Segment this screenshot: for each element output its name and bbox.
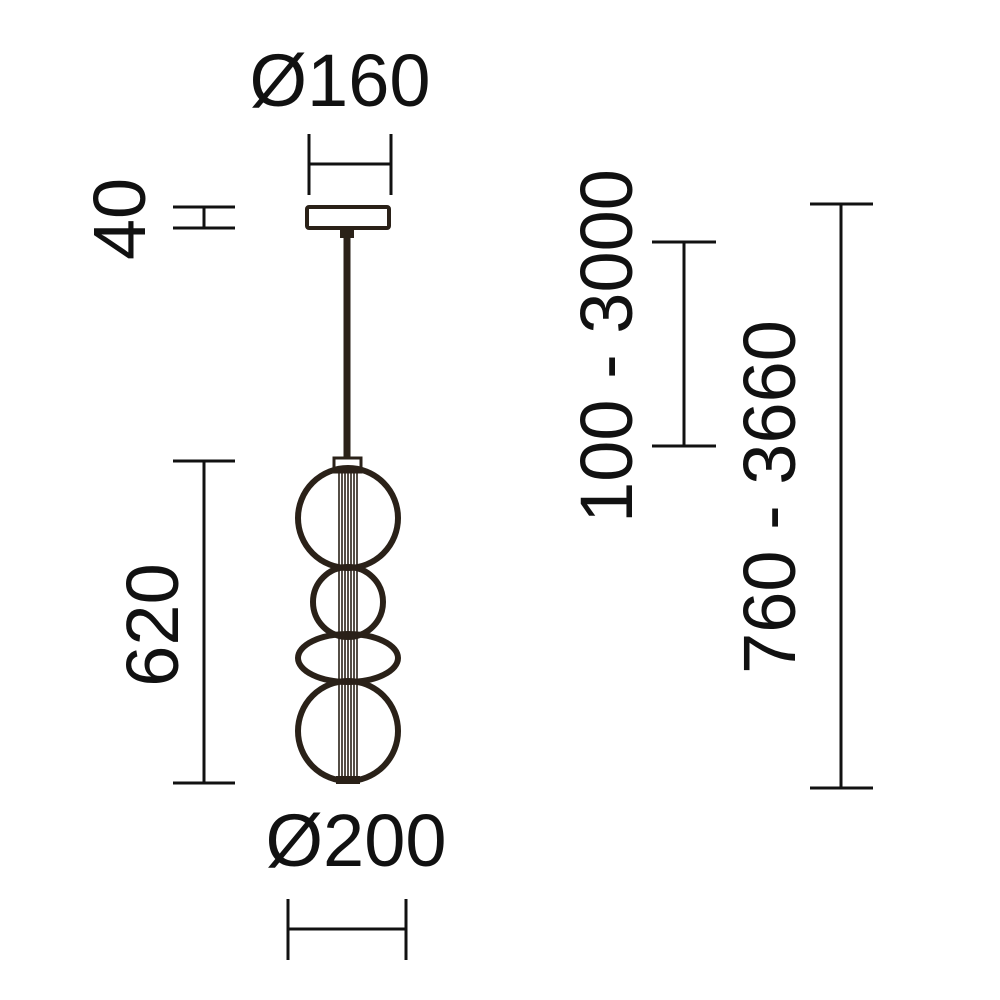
canopy-diameter-dimension: Ø160 (249, 39, 431, 195)
body-diameter-dimension: Ø200 (265, 799, 447, 960)
cable-cap-top (340, 228, 354, 238)
central-rods (338, 470, 358, 778)
total-height-dimension: 760 - 3660 (728, 202, 873, 790)
body-diameter-label: Ø200 (265, 799, 446, 882)
body-height-label: 620 (111, 563, 194, 686)
canopy-height-dimension: 40 (78, 178, 235, 260)
bottom-cap (336, 776, 360, 784)
total-height-label: 760 - 3660 (728, 320, 811, 674)
canopy-diameter-label: Ø160 (249, 39, 430, 122)
cable-length-dimension: 100 - 3000 (565, 169, 716, 523)
body-height-dimension: 620 (111, 459, 235, 785)
lamp (295, 205, 401, 784)
canopy (305, 205, 391, 230)
cable-length-label: 100 - 3000 (565, 169, 648, 523)
canopy-height-label: 40 (78, 178, 161, 260)
